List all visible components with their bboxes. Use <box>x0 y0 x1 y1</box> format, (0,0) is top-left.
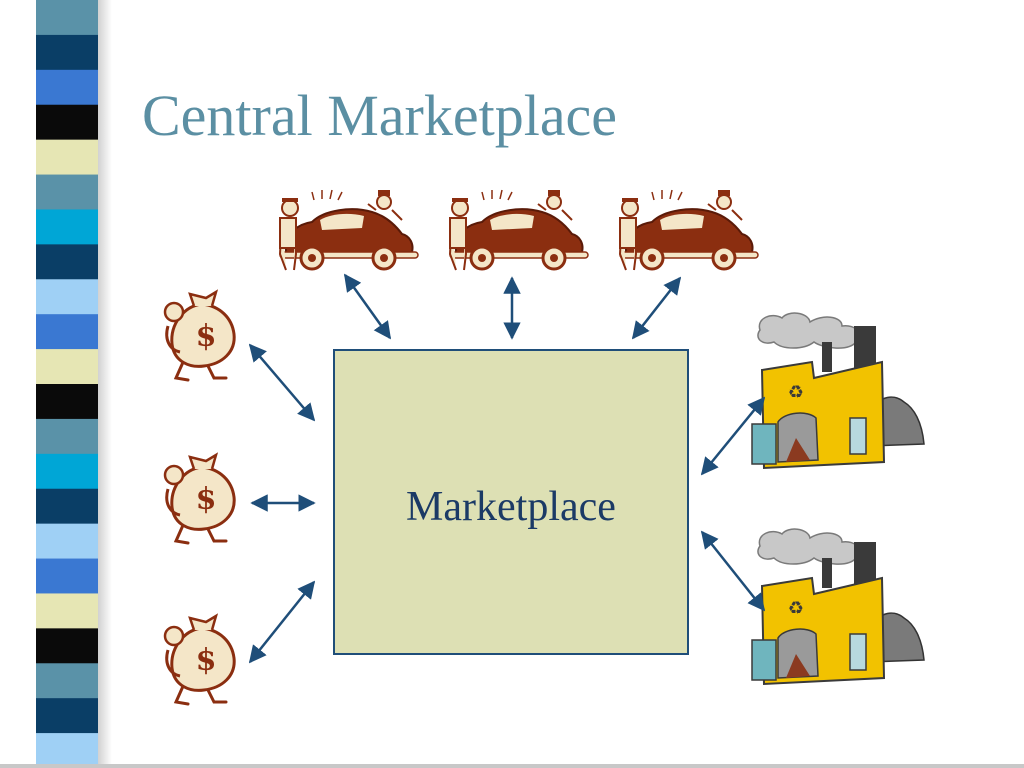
stripe <box>36 733 98 768</box>
consumer-icon-2 <box>163 453 236 545</box>
stripe <box>36 349 98 385</box>
stripe <box>36 244 98 280</box>
stripe-shadow <box>98 0 112 768</box>
stripe <box>36 628 98 664</box>
arrows <box>248 273 766 664</box>
arrow-consumer-1 <box>248 343 316 422</box>
car-dealer-icon-2 <box>448 188 590 272</box>
arrow-dealer-1 <box>343 273 392 340</box>
car-dealer-icon-1 <box>278 188 420 272</box>
bottom-rule <box>0 764 1024 768</box>
stripe <box>36 663 98 699</box>
slide-title: Central Marketplace <box>142 83 618 148</box>
arrow-factory-1 <box>700 396 766 476</box>
marketplace-label: Marketplace <box>406 484 616 530</box>
car-dealer-icon-3 <box>618 188 760 272</box>
stripe <box>36 488 98 525</box>
stripe <box>36 69 98 106</box>
marketplace-box <box>333 349 689 655</box>
factory-icon-1 <box>751 312 925 469</box>
arrow-dealer-3 <box>631 276 682 340</box>
stripe <box>36 314 98 350</box>
stripe <box>36 453 98 490</box>
consumer-icon-3 <box>163 614 236 706</box>
stripe <box>36 698 98 734</box>
stripe <box>36 34 98 71</box>
factory-icon-2 <box>751 528 925 685</box>
stripe <box>36 593 98 629</box>
stripe <box>36 523 98 560</box>
stripe <box>36 174 98 210</box>
stripe <box>36 209 98 245</box>
stripe <box>36 418 98 455</box>
stripe <box>36 279 98 315</box>
stripe <box>36 104 98 141</box>
stripe <box>36 0 98 36</box>
decorative-stripe-bar <box>36 0 98 768</box>
arrow-factory-2 <box>700 530 766 612</box>
stripe <box>36 558 98 594</box>
arrow-consumer-3 <box>248 580 316 664</box>
consumer-icon-1 <box>163 290 236 382</box>
stripe <box>36 384 98 420</box>
stripe <box>36 139 98 176</box>
